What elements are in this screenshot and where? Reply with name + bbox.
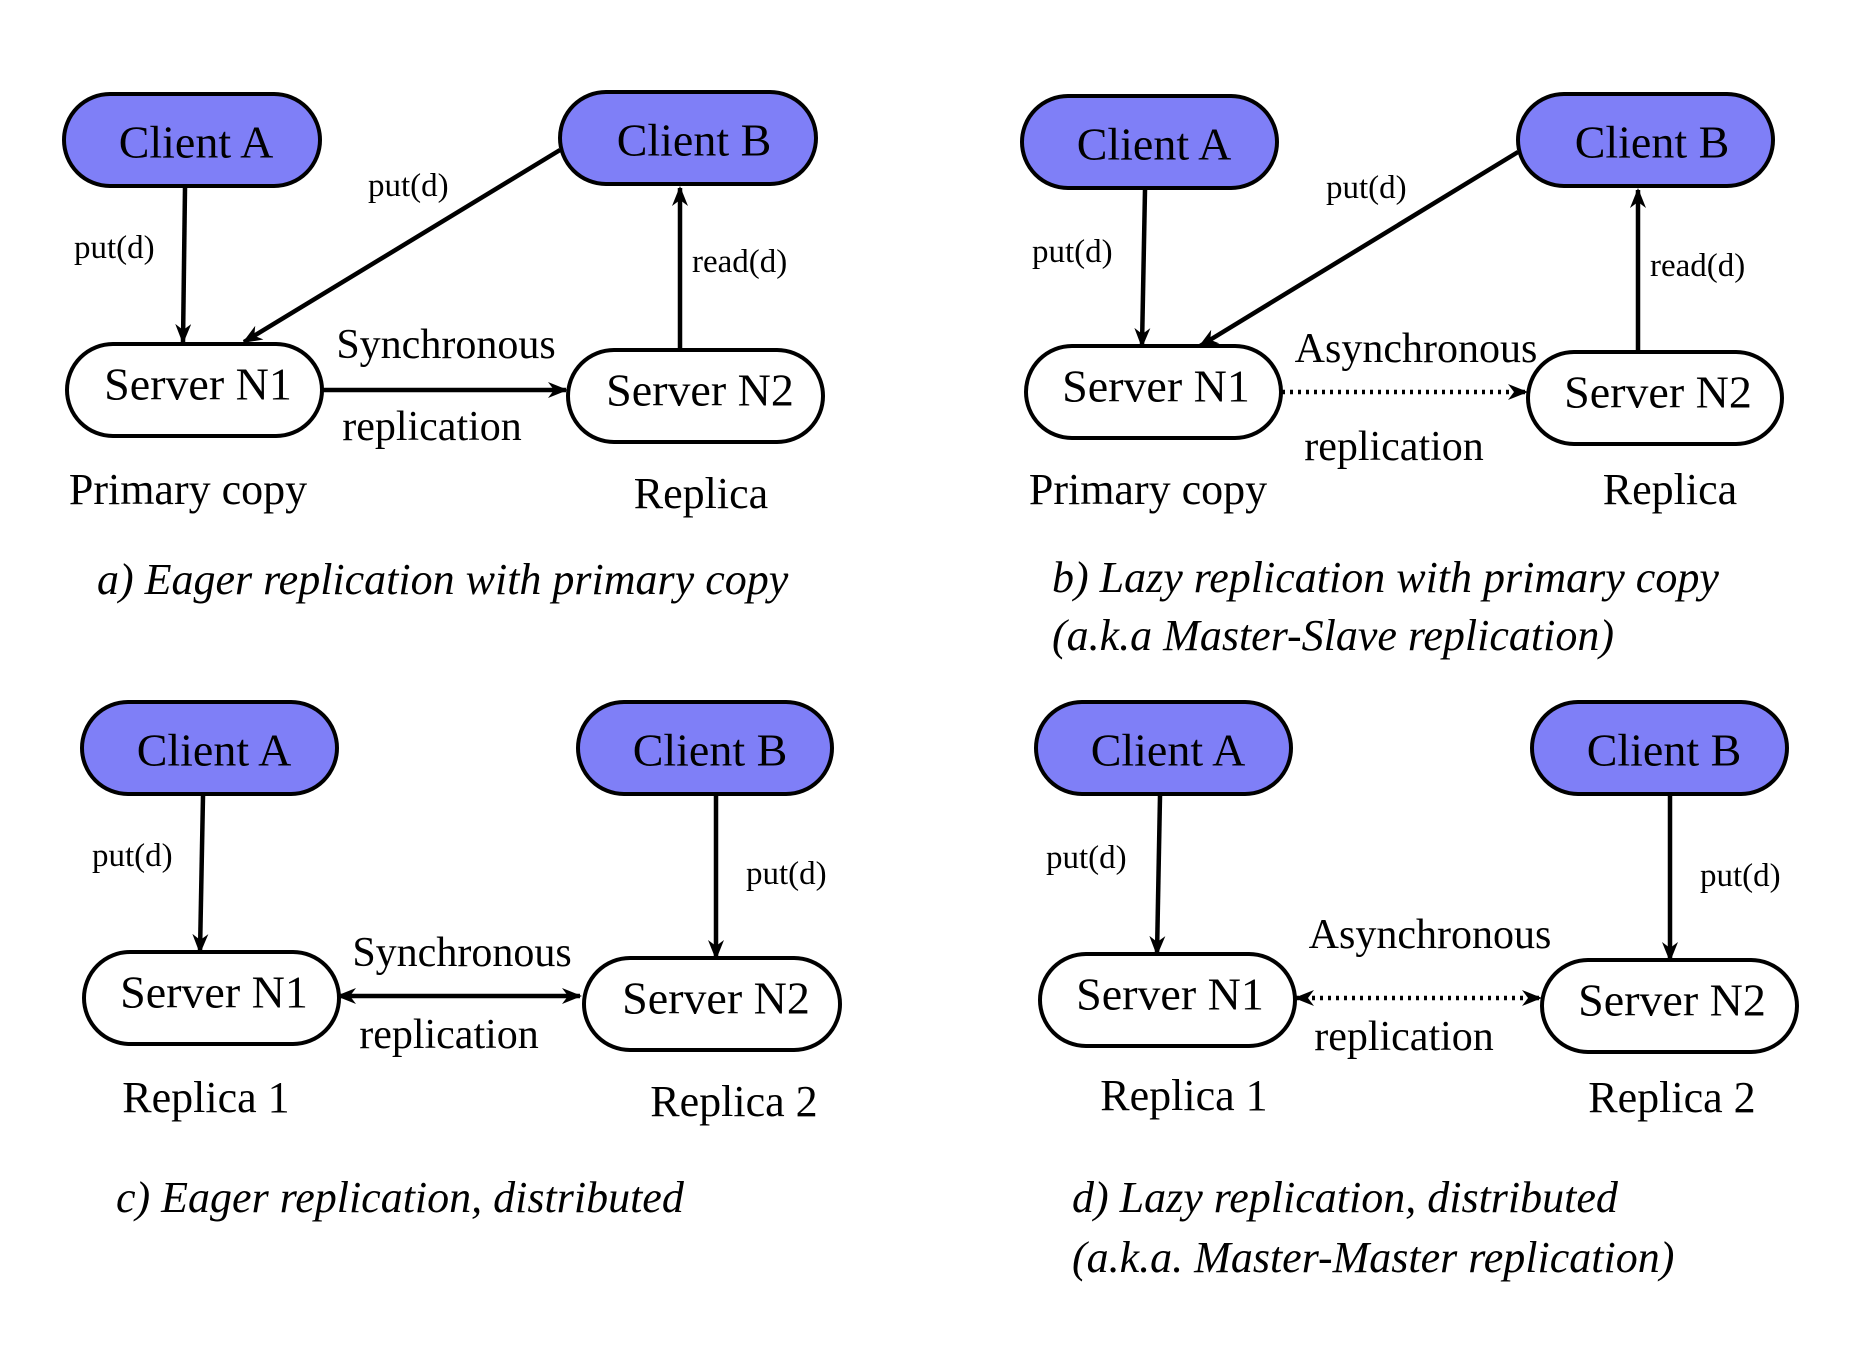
server-n1-node: Server N1 (82, 950, 341, 1046)
panel-caption-line-1: d) Lazy replication, distributed (1072, 1173, 1619, 1222)
server-n1-node: Server N1 (1038, 952, 1297, 1048)
edge-client-a-to-n1 (1149, 795, 1166, 956)
replication-label-top: Asynchronous (1309, 912, 1552, 958)
edge-label-put-b: put(d) (746, 856, 827, 892)
server-n2-label: Server N2 (1564, 367, 1752, 418)
client-a-label: Client A (119, 117, 274, 168)
role-label-n1: Primary copy (1029, 465, 1267, 514)
server-n1-label: Server N1 (104, 359, 292, 410)
client-b-label: Client B (617, 115, 772, 166)
client-b-node: Client B (558, 90, 818, 186)
replication-label-bottom: replication (1304, 424, 1484, 470)
edge-label-read: read(d) (1650, 248, 1745, 284)
panel-caption: a) Eager replication with primary copy (97, 555, 789, 604)
panel-c: Client A Client B Server N1 Server N2 pu… (80, 700, 842, 1222)
edge-label-put-b: put(d) (368, 168, 449, 204)
panel-caption-line-1: b) Lazy replication with primary copy (1052, 553, 1719, 602)
role-label-n2: Replica (1603, 465, 1737, 514)
panel-a: Client A Client B Server N1 Server N2 pu… (62, 90, 825, 604)
server-n1-label: Server N1 (120, 967, 308, 1018)
server-n2-node: Server N2 (566, 348, 825, 444)
role-label-n1: Primary copy (69, 465, 307, 514)
server-n1-node: Server N1 (65, 342, 324, 438)
client-a-label: Client A (137, 725, 292, 776)
client-a-node: Client A (1034, 700, 1293, 796)
client-a-node: Client A (80, 700, 339, 796)
replication-label-bottom: replication (1314, 1014, 1494, 1060)
replication-label-bottom: replication (359, 1012, 539, 1058)
server-n2-label: Server N2 (1578, 975, 1766, 1026)
server-n2-label: Server N2 (622, 973, 810, 1024)
server-n2-node: Server N2 (582, 956, 842, 1052)
client-b-label: Client B (1587, 725, 1742, 776)
client-b-node: Client B (576, 700, 834, 796)
edge-label-put-b: put(d) (1700, 858, 1781, 894)
client-b-node: Client B (1516, 92, 1775, 188)
edge-client-a-to-n1 (175, 187, 192, 344)
client-b-label: Client B (633, 725, 788, 776)
server-n1-label: Server N1 (1076, 969, 1264, 1020)
client-b-label: Client B (1575, 117, 1730, 168)
client-a-label: Client A (1077, 119, 1232, 170)
client-a-node: Client A (1020, 94, 1279, 190)
server-n2-node: Server N2 (1526, 350, 1784, 446)
panel-d: Client A Client B Server N1 Server N2 pu… (1034, 700, 1799, 1282)
server-n2-label: Server N2 (606, 365, 794, 416)
role-label-n2: Replica 2 (650, 1077, 817, 1126)
role-label-n1: Replica 1 (1100, 1071, 1267, 1120)
edge-client-b-to-n1 (1198, 150, 1520, 348)
edge-label-put-a: put(d) (92, 838, 173, 874)
replication-label-bottom: replication (342, 404, 522, 450)
edge-client-b-to-n1 (242, 148, 562, 344)
role-label-n2: Replica (634, 469, 768, 518)
edge-label-put-a: put(d) (74, 230, 155, 266)
replication-label-top: Synchronous (352, 930, 571, 976)
panel-caption-line-2: (a.k.a Master-Slave replication) (1052, 611, 1614, 660)
client-a-label: Client A (1091, 725, 1246, 776)
panel-caption: c) Eager replication, distributed (116, 1173, 685, 1222)
edge-label-put-a: put(d) (1032, 234, 1113, 270)
role-label-n1: Replica 1 (122, 1073, 289, 1122)
role-label-n2: Replica 2 (1588, 1073, 1755, 1122)
server-n2-node: Server N2 (1540, 958, 1799, 1054)
edge-client-a-to-n1 (192, 795, 209, 954)
edge-label-read: read(d) (692, 244, 787, 280)
panel-caption-line-2: (a.k.a. Master-Master replication) (1072, 1233, 1674, 1282)
server-n1-node: Server N1 (1024, 344, 1283, 440)
client-b-node: Client B (1530, 700, 1789, 796)
server-n1-label: Server N1 (1062, 361, 1250, 412)
edge-label-put-a: put(d) (1046, 840, 1127, 876)
client-a-node: Client A (62, 92, 322, 188)
edge-client-a-to-n1 (1134, 189, 1151, 348)
panel-b: Client A Client B Server N1 Server N2 pu… (1020, 92, 1784, 660)
edge-label-put-b: put(d) (1326, 170, 1407, 206)
replication-label-top: Asynchronous (1295, 326, 1538, 372)
replication-label-top: Synchronous (336, 322, 555, 368)
